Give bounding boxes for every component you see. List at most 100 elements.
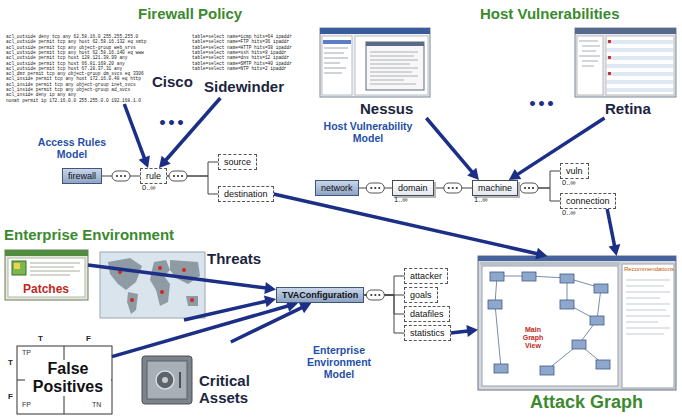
world-map-part: [158, 266, 162, 270]
annotation: TN: [92, 401, 101, 409]
attack-graph-screenshot-part: [626, 322, 658, 323]
attack-graph-screenshot: [478, 256, 676, 390]
attack-graph-screenshot-part: [626, 298, 660, 299]
element-name: goals: [410, 290, 432, 300]
element-name: datafiles: [410, 309, 444, 319]
attack-graph-screenshot-part: [626, 286, 664, 287]
retina-screenshot-part: [608, 56, 611, 59]
connector: [124, 104, 150, 168]
patches-screenshot-part: [30, 263, 80, 264]
schema-box: firewall: [62, 168, 102, 184]
attack-graph-screenshot-part: [596, 360, 610, 369]
config-line: acl_outside permit tcp host 66.81.168.20…: [6, 61, 125, 66]
attack-graph-screenshot-part: [626, 316, 670, 317]
safe-picture: [142, 356, 192, 404]
world-map-part: [130, 298, 134, 302]
nessus-screenshot-part: [370, 52, 418, 53]
safe-picture-part: [147, 361, 187, 399]
attack-graph-screenshot-part: [590, 316, 604, 325]
patches-screenshot-part: [30, 263, 80, 275]
config-line: table=select name=SMTP hits=40 ipaddr: [192, 61, 292, 66]
node-label: Threats: [207, 250, 261, 267]
attack-graph-screenshot-part: [488, 272, 610, 375]
attack-graph-screenshot-part: [540, 366, 554, 375]
sequence-dot: [120, 175, 122, 177]
sequence-symbol: [169, 171, 187, 181]
attack-graph-screenshot-part: [626, 304, 670, 305]
sequence-dot: [524, 187, 526, 189]
arrowhead: [299, 302, 312, 313]
sequence-symbol: [366, 183, 384, 193]
element-name: destination: [224, 189, 268, 199]
attack-graph-screenshot-part: [626, 334, 664, 335]
config-line: acl_dmz permit tcp any object-group dm_s…: [6, 71, 144, 76]
config-listing: table=select name=icmp hits=64 ipaddrtab…: [188, 32, 296, 98]
annotation: F: [8, 392, 13, 401]
schema-box: domain1..∞: [392, 180, 434, 196]
nessus-screenshot-part: [324, 53, 344, 54]
retina-screenshot-part: [607, 56, 673, 60]
multiplicity: 1..∞: [394, 196, 408, 204]
connector-line: [359, 188, 393, 189]
world-map-part: [160, 290, 164, 294]
schema-box: attacker: [404, 268, 448, 284]
connector-line: [124, 104, 144, 159]
attack-graph-screenshot-part: [626, 280, 670, 334]
nessus-screenshot-part: [370, 60, 418, 61]
multiplicity: 0..∞: [142, 184, 156, 192]
annotation: •••: [158, 115, 185, 131]
element-name: rule: [146, 171, 161, 181]
nessus-screenshot-part: [324, 63, 340, 64]
config-line: acl_inside permit tcp any object-group i…: [6, 82, 136, 87]
nessus-screenshot-part: [322, 36, 352, 95]
attack-graph-screenshot-part: [626, 280, 670, 281]
attack-graph-screenshot-part: [480, 262, 620, 265]
world-map-part: [100, 252, 205, 318]
sequence-dot: [456, 187, 458, 189]
node-label: Retina: [605, 100, 651, 117]
confusion-grid-part: [17, 346, 112, 414]
element-name: TVAConfiguration: [282, 290, 358, 300]
nessus-screenshot-part: [324, 58, 348, 59]
annotation: •••: [528, 96, 555, 112]
nessus-screenshot-part: [370, 80, 404, 81]
arrowhead: [535, 248, 547, 260]
attack-graph-screenshot-part: [626, 310, 666, 311]
node-label: Cisco: [152, 73, 193, 90]
scanner-panel: Retina: [573, 26, 678, 118]
retina-screenshot-part: [607, 48, 673, 52]
config-line: table=select name=FTP hits=36 ipaddr: [192, 39, 289, 44]
sequence-dot: [370, 294, 372, 296]
attack-graph-screenshot-part: [495, 304, 501, 368]
attack-graph-screenshot-part: [495, 276, 603, 370]
connector: [231, 302, 312, 342]
connector-line: [426, 118, 472, 172]
retina-screenshot-part: [606, 36, 674, 95]
nessus-screenshot-part: [355, 36, 428, 95]
retina-screenshot-part: [607, 64, 673, 68]
sequence-symbol: [444, 183, 462, 193]
connector: [159, 98, 220, 168]
arrowhead: [466, 325, 478, 337]
world-map-part: [108, 258, 200, 314]
multiplicity: 0..∞: [562, 209, 576, 217]
schema-box: network: [315, 180, 359, 196]
retina-screenshot-part: [607, 72, 673, 76]
patches-screenshot: [5, 250, 88, 300]
node-label: Attack Graph: [530, 392, 643, 413]
retina-screenshot-part: [607, 40, 673, 44]
config-line: acl_inside permit tcp any host 172.16.0.…: [6, 76, 141, 81]
element-name: machine: [478, 183, 512, 193]
input-panel: Threats: [100, 246, 268, 320]
sequence-symbol-frame: [169, 171, 187, 181]
patches-screenshot-part: [5, 250, 88, 256]
nessus-screenshot-part: [370, 64, 410, 65]
model-label: Host Vulnerability Model: [316, 120, 420, 144]
config-line: table=select name=NTP hits=2 ipaddr: [192, 66, 287, 71]
sequence-dot: [532, 187, 534, 189]
nessus-screenshot-part: [370, 84, 416, 85]
element-name: source: [224, 157, 251, 167]
node-label: Nessus: [360, 100, 413, 117]
retina-screenshot-part: [579, 56, 600, 57]
element-name: statistics: [410, 328, 445, 338]
